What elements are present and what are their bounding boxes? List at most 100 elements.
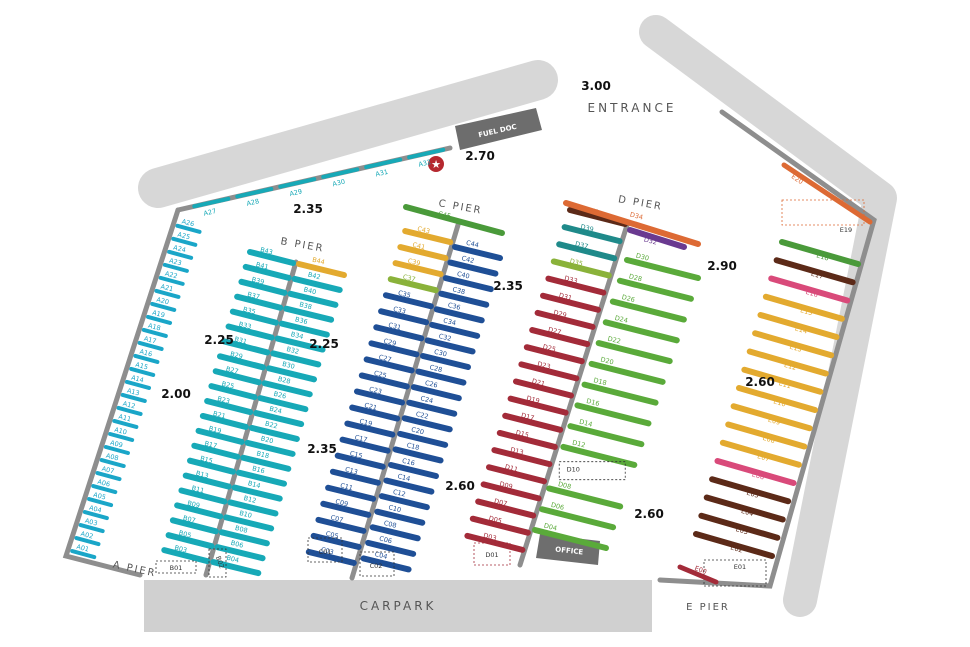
berth-d17[interactable]: D17 (502, 411, 564, 433)
berth-e09[interactable]: E09 (730, 403, 813, 432)
berth-d31[interactable]: D31 (540, 291, 601, 313)
berth-c30[interactable]: C30 (420, 348, 471, 370)
berth-d29[interactable]: D29 (534, 308, 596, 330)
berth-a12[interactable]: A12 (116, 400, 143, 416)
berth-c36[interactable]: C36 (433, 301, 485, 324)
berth-a22[interactable]: A22 (158, 270, 185, 286)
berth-d11[interactable]: D11 (486, 463, 547, 485)
berth-a08[interactable]: A08 (99, 452, 126, 469)
berth-c29[interactable]: C29 (368, 337, 420, 358)
berth-d05[interactable]: D05 (469, 514, 531, 536)
berth-a21[interactable]: A21 (154, 283, 181, 299)
berth-b01[interactable]: B01 (155, 560, 197, 574)
berth-b29[interactable]: B29 (217, 350, 266, 371)
berth-d10[interactable]: D10 (558, 461, 626, 481)
berth-d12[interactable]: D12 (560, 438, 638, 468)
berth-c22[interactable]: C22 (401, 410, 453, 433)
berth-b07[interactable]: B07 (169, 514, 219, 535)
berth-c28[interactable]: C28 (415, 363, 467, 386)
berth-d15[interactable]: D15 (496, 429, 558, 450)
berth-e01[interactable]: E01 (703, 559, 767, 587)
berth-c10[interactable]: C10 (374, 503, 426, 526)
berth-b09[interactable]: B09 (174, 499, 224, 520)
berth-e19[interactable]: E19 (781, 199, 865, 234)
berth-d34[interactable]: D34 (563, 200, 701, 247)
berth-a30[interactable]: A30 (321, 167, 360, 188)
berth-c38[interactable]: C38 (438, 285, 490, 308)
berth-d09[interactable]: D09 (480, 480, 542, 502)
berth-b30[interactable]: B30 (266, 360, 317, 383)
berth-c27[interactable]: C27 (363, 353, 415, 374)
berth-d06[interactable]: D06 (539, 501, 617, 531)
berth-b21[interactable]: B21 (199, 410, 249, 430)
berth-c25[interactable]: C25 (358, 369, 410, 390)
berth-c16[interactable]: C16 (388, 457, 439, 479)
berth-b32[interactable]: B32 (270, 345, 322, 368)
berth-a10[interactable]: A10 (108, 426, 135, 442)
berth-c42[interactable]: C42 (447, 254, 499, 277)
berth-c06[interactable]: C06 (365, 534, 417, 557)
berth-e15[interactable]: E15 (762, 293, 845, 322)
berth-e14[interactable]: E14 (757, 312, 840, 340)
berth-d08[interactable]: D08 (546, 480, 624, 510)
berth-c03[interactable]: C03 (305, 546, 357, 566)
berth-e11[interactable]: E11 (741, 366, 824, 395)
berth-c35[interactable]: C35 (382, 289, 434, 310)
berth-b23[interactable]: B23 (204, 395, 254, 416)
berth-c39[interactable]: C39 (392, 257, 444, 278)
berth-e00[interactable]: E00 (677, 564, 719, 585)
berth-b13[interactable]: B13 (182, 469, 232, 490)
berth-d33[interactable]: D33 (545, 274, 607, 296)
berth-d01[interactable]: D01 (473, 542, 511, 566)
berth-d39[interactable]: D39 (561, 223, 623, 245)
berth-b25[interactable]: B25 (208, 380, 258, 401)
berth-e13[interactable]: E13 (752, 330, 835, 359)
berth-b08[interactable]: B08 (218, 524, 270, 547)
berth-a04[interactable]: A04 (82, 504, 109, 521)
berth-c32[interactable]: C32 (424, 332, 476, 355)
berth-a29[interactable]: A29 (278, 177, 317, 198)
berth-d21[interactable]: D21 (513, 377, 574, 399)
berth-c01[interactable]: C01 (307, 537, 343, 563)
berth-c45[interactable]: C45 (403, 204, 505, 236)
berth-c14[interactable]: C14 (383, 472, 435, 495)
berth-d25[interactable]: D25 (523, 343, 585, 365)
berth-d20[interactable]: D20 (588, 355, 666, 385)
berth-d28[interactable]: D28 (616, 272, 694, 302)
berth-b42[interactable]: B42 (291, 271, 343, 293)
berth-a17[interactable]: A17 (137, 335, 164, 351)
berth-c31[interactable]: C31 (373, 321, 425, 342)
berth-b19[interactable]: B19 (195, 424, 245, 445)
berth-b02[interactable]: B02 (208, 548, 227, 578)
berth-e10[interactable]: E10 (736, 385, 818, 413)
berth-d37[interactable]: D37 (556, 240, 618, 262)
berth-e08[interactable]: E08 (725, 421, 808, 450)
berth-c40[interactable]: C40 (442, 270, 494, 293)
berth-e07[interactable]: E07 (719, 439, 802, 468)
berth-c23[interactable]: C23 (354, 385, 405, 406)
berth-c08[interactable]: C08 (369, 519, 421, 542)
berth-b27[interactable]: B27 (212, 365, 262, 386)
berth-c37[interactable]: C37 (387, 273, 439, 294)
berth-b35[interactable]: B35 (229, 305, 279, 326)
berth-c12[interactable]: C12 (378, 488, 430, 511)
berth-a23[interactable]: A23 (162, 257, 189, 273)
berth-c19[interactable]: C19 (344, 417, 396, 438)
berth-c04[interactable]: C04 (360, 550, 412, 573)
berth-a13[interactable]: A13 (120, 387, 147, 403)
berth-a26[interactable]: A26 (175, 217, 202, 234)
berth-a31[interactable]: A31 (364, 157, 403, 179)
berth-d13[interactable]: D13 (491, 446, 553, 468)
berth-a24[interactable]: A24 (167, 243, 194, 260)
berth-c41[interactable]: C41 (397, 241, 449, 262)
berth-b11[interactable]: B11 (178, 484, 228, 505)
berth-b12[interactable]: B12 (227, 494, 279, 517)
berth-b03[interactable]: B03 (161, 544, 211, 565)
berth-c21[interactable]: C21 (349, 401, 401, 422)
berth-c26[interactable]: C26 (410, 379, 462, 402)
berth-d30[interactable]: D30 (624, 252, 701, 281)
berth-c34[interactable]: C34 (429, 316, 481, 339)
berth-e06[interactable]: E06 (714, 458, 797, 486)
berth-a01[interactable]: A01 (70, 543, 97, 560)
berth-c18[interactable]: C18 (392, 441, 444, 464)
